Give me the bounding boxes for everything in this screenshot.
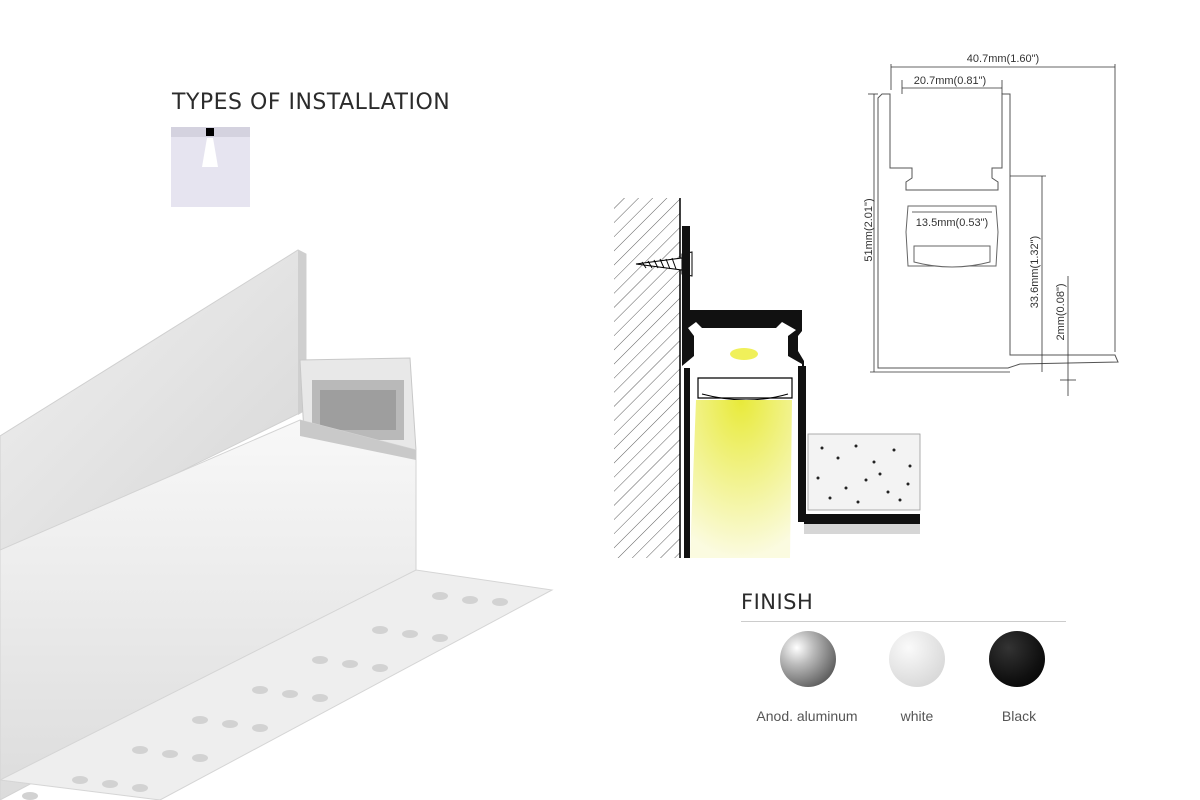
- total-height-label: 51mm(2.01"): [863, 198, 875, 261]
- swatch-anodized-aluminum[interactable]: [780, 631, 836, 687]
- finish-title: FINISH: [741, 590, 814, 614]
- body-height-label: 33.6mm(1.32"): [1029, 236, 1041, 308]
- recessed-ceiling-install-icon: [171, 127, 250, 207]
- profile-3d-render: [0, 249, 554, 800]
- dimension-drawing: 40.7mm(1.60") 20.7mm(0.81") 13.5mm(0.53"…: [863, 53, 1119, 396]
- swatch-white[interactable]: [889, 631, 945, 687]
- finish-divider: [741, 621, 1066, 622]
- swatch-black[interactable]: [989, 631, 1045, 687]
- lens-width-label: 13.5mm(0.53"): [916, 217, 988, 229]
- overall-width-label: 40.7mm(1.60"): [967, 53, 1039, 65]
- finish-label-anodized: Anod. aluminum: [756, 708, 858, 724]
- finish-label-white: white: [900, 708, 934, 724]
- flange-thickness-label: 2mm(0.08"): [1055, 283, 1067, 340]
- installation-section-drawing: [614, 198, 921, 558]
- finish-label-black: Black: [1001, 708, 1037, 724]
- installation-title: TYPES OF INSTALLATION: [172, 90, 451, 115]
- inner-width-label: 20.7mm(0.81"): [914, 75, 986, 87]
